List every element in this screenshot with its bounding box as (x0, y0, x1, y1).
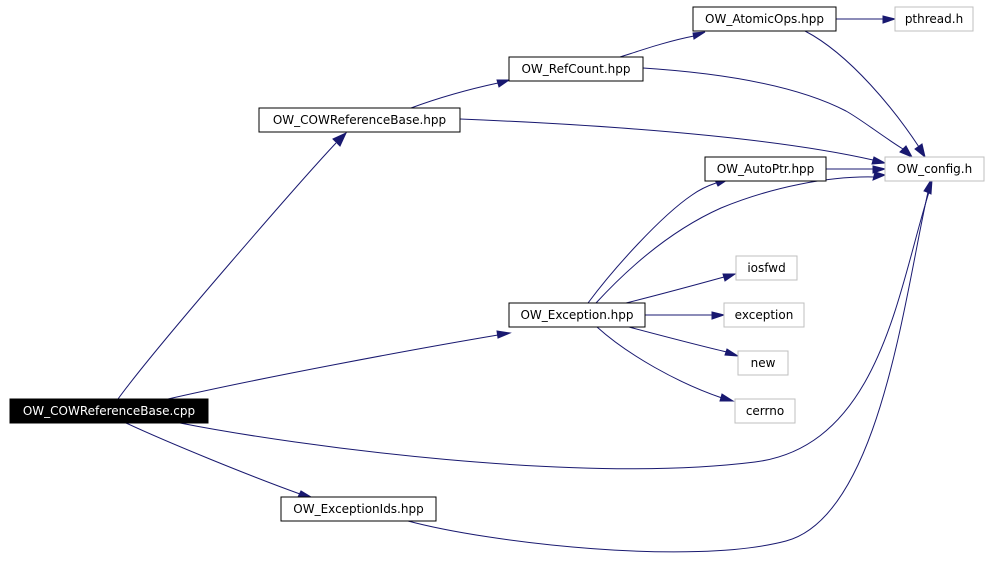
edge-line (642, 67, 904, 150)
node-label: OW_COWReferenceBase.cpp (23, 404, 195, 418)
node-box (737, 350, 789, 376)
edge-line (619, 35, 695, 58)
node-label: OW_ExceptionIds.hpp (293, 502, 423, 516)
edge-line (167, 334, 499, 400)
node-box (734, 398, 796, 424)
node-cow-cpp[interactable]: OW_COWReferenceBase.cpp (9, 398, 209, 424)
node-cerrno: cerrno (734, 398, 796, 424)
edge-arrowhead (724, 348, 739, 357)
node-cow-hpp[interactable]: OW_COWReferenceBase.hpp (258, 107, 461, 133)
edge-line (410, 82, 499, 109)
node-label: OW_AtomicOps.hpp (705, 12, 824, 26)
node-label: OW_RefCount.hpp (521, 62, 630, 76)
edge-cow_cpp-to-cow_hpp (117, 131, 348, 400)
edge-line (117, 142, 337, 400)
edge-exception_hpp-to-config (595, 171, 887, 304)
node-box (692, 6, 837, 32)
edge-arrowhead (914, 143, 926, 159)
node-label: cerrno (746, 404, 784, 418)
node-label: pthread.h (905, 12, 963, 26)
edge-cow_cpp-to-exception_hpp (167, 330, 512, 400)
edge-line (179, 191, 930, 470)
node-new: new (737, 350, 789, 376)
edge-arrowhead (297, 490, 313, 498)
edge-line (595, 176, 875, 304)
node-pthread: pthread.h (894, 6, 974, 32)
node-refcount[interactable]: OW_RefCount.hpp (508, 56, 644, 82)
node-label: iosfwd (747, 261, 785, 275)
edge-arrowhead (719, 393, 735, 402)
node-autoptr[interactable]: OW_AutoPtr.hpp (704, 156, 827, 182)
node-label: OW_Exception.hpp (520, 308, 633, 322)
edge-exception_hpp-to-exception (645, 311, 726, 320)
edge-arrowhead (872, 165, 887, 174)
edge-line (459, 118, 874, 161)
node-box (894, 6, 974, 32)
nodes-layer: OW_COWReferenceBase.cpp OW_COWReferenceBa… (9, 6, 985, 522)
edge-line (407, 191, 929, 553)
edge-cow_hpp-to-refcount (410, 79, 511, 109)
edges-layer (117, 15, 933, 553)
edge-arrowhead (871, 156, 887, 165)
node-box (735, 255, 798, 281)
edge-line (596, 326, 723, 399)
node-box (723, 302, 805, 328)
node-config: OW_config.h (884, 156, 985, 182)
node-exception: exception (723, 302, 805, 328)
node-box (508, 302, 646, 328)
edge-arrowhead (332, 131, 348, 147)
edge-atomic-to-config (804, 30, 926, 159)
edge-exception_hpp-to-autoptr (587, 179, 729, 304)
edge-line (587, 182, 717, 304)
edge-arrowhead (923, 178, 932, 194)
edge-autoptr-to-config (825, 165, 887, 174)
node-label: new (751, 356, 776, 370)
edge-cow_cpp-to-exceptionids (125, 422, 313, 498)
node-label: OW_AutoPtr.hpp (717, 162, 815, 176)
node-label: exception (735, 308, 794, 322)
node-iosfwd: iosfwd (735, 255, 798, 281)
node-atomic[interactable]: OW_AtomicOps.hpp (692, 6, 837, 32)
node-box (280, 496, 437, 522)
edge-arrowhead (722, 273, 737, 282)
edge-exceptionids-to-config (407, 178, 932, 553)
edge-refcount-to-atomic (619, 31, 706, 58)
node-box (9, 398, 209, 424)
edge-arrowhead (882, 15, 897, 24)
edge-exception_hpp-to-cerrno (596, 326, 735, 402)
edge-arrowhead (872, 171, 887, 181)
edge-line (628, 326, 728, 353)
edge-exception_hpp-to-new (628, 326, 739, 357)
edge-arrowhead (899, 145, 914, 159)
edge-arrowhead (496, 330, 512, 339)
edge-line (804, 30, 920, 148)
edge-arrowhead (496, 79, 511, 88)
edge-refcount-to-config (642, 67, 914, 159)
node-box (704, 156, 827, 182)
node-box (258, 107, 461, 133)
node-label: OW_COWReferenceBase.hpp (273, 113, 446, 127)
edge-exception_hpp-to-iosfwd (625, 273, 737, 304)
node-box (508, 56, 644, 82)
edge-line (625, 276, 725, 304)
edge-arrowhead (692, 31, 706, 40)
edge-line (125, 422, 301, 495)
edge-atomic-to-pthread (836, 15, 897, 24)
edge-cow_hpp-to-config (459, 118, 887, 165)
node-label: OW_config.h (897, 162, 972, 176)
node-box (884, 156, 985, 182)
node-exceptionids[interactable]: OW_ExceptionIds.hpp (280, 496, 437, 522)
node-exception-hpp[interactable]: OW_Exception.hpp (508, 302, 646, 328)
edge-arrowhead (711, 311, 726, 320)
